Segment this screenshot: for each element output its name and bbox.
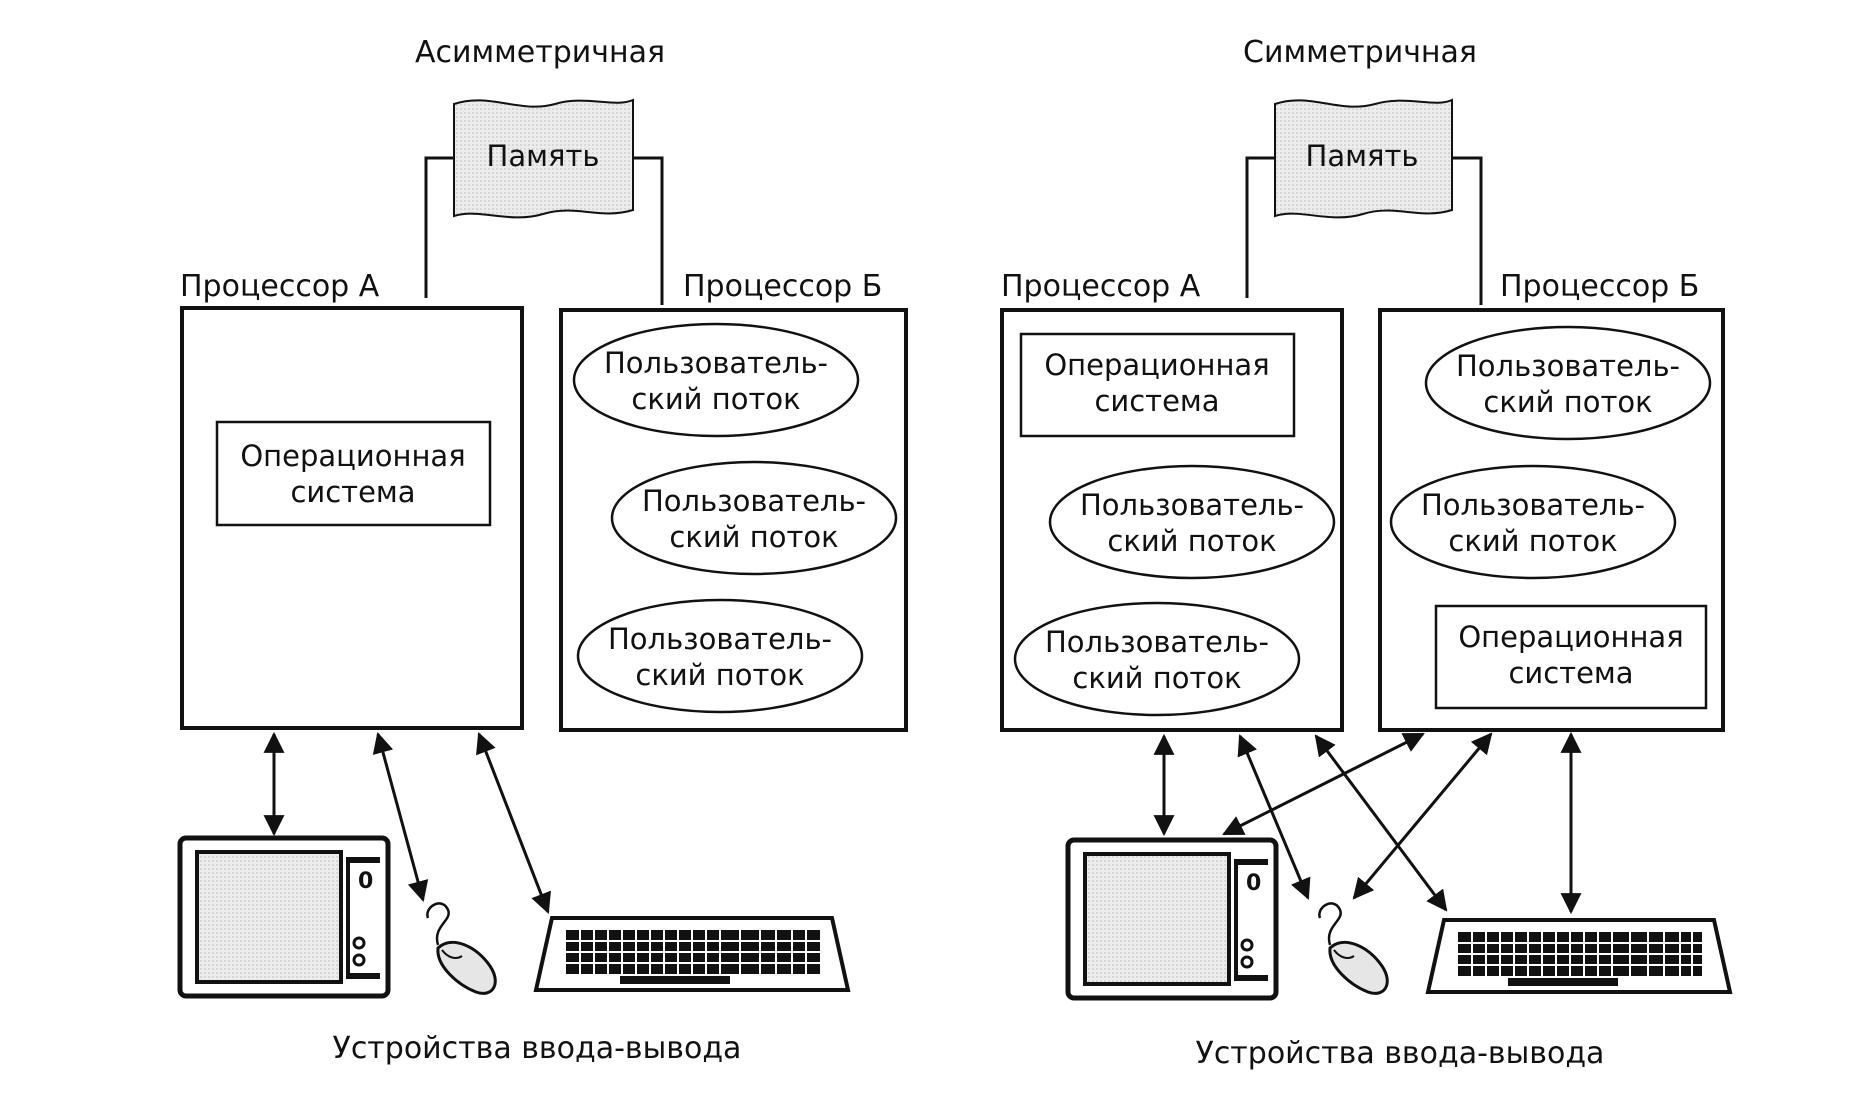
monitor-icon: 0 bbox=[177, 835, 391, 999]
thread-label-line1: Пользователь- bbox=[1080, 488, 1304, 522]
user-thread: Пользователь- ский поток bbox=[1048, 464, 1336, 580]
keyboard-icon bbox=[1425, 918, 1733, 994]
thread-label-line2: ский поток bbox=[635, 658, 804, 692]
memory-link-b bbox=[1452, 156, 1483, 305]
memory-block: Память bbox=[1274, 98, 1453, 219]
thread-label-line1: Пользователь- bbox=[1456, 349, 1680, 383]
memory-link-a bbox=[424, 156, 454, 298]
io-arrow-b-mouse bbox=[1352, 732, 1493, 900]
monitor-digit: 0 bbox=[358, 869, 373, 894]
thread-label-line1: Пользователь- bbox=[1045, 625, 1269, 659]
user-thread: Пользователь- ский поток bbox=[1389, 464, 1677, 580]
io-arrow-b-monitor bbox=[1222, 732, 1425, 836]
user-thread: Пользователь- ский поток bbox=[610, 460, 898, 576]
io-arrow-a-keyboard bbox=[1314, 734, 1448, 912]
memory-label: Память bbox=[487, 139, 600, 173]
asymmetric-panel: Асимметричная Память Процессор А Процесс… bbox=[177, 35, 908, 1066]
user-thread: Пользователь- ский поток bbox=[1013, 601, 1301, 717]
symmetric-title: Симметричная bbox=[1243, 35, 1477, 70]
memory-link-a bbox=[1245, 156, 1275, 298]
symmetric-panel: Симметричная Память Процессор А Процессо… bbox=[1000, 35, 1733, 1071]
thread-label-line1: Пользователь- bbox=[604, 346, 828, 380]
user-thread: Пользователь- ский поток bbox=[1424, 325, 1712, 441]
thread-label-line1: Пользователь- bbox=[1421, 488, 1645, 522]
thread-label-line2: ский поток bbox=[1107, 524, 1276, 558]
os-label-line2: система bbox=[290, 475, 415, 509]
monitor-digit: 0 bbox=[1246, 871, 1261, 896]
io-devices-caption: Устройства ввода-вывода bbox=[333, 1031, 742, 1066]
monitor-icon: 0 bbox=[1065, 837, 1279, 1001]
os-label-line2: система bbox=[1094, 384, 1219, 418]
processor-b-label: Процессор Б bbox=[683, 269, 882, 304]
asymmetric-title: Асимметричная bbox=[415, 35, 665, 70]
memory-label: Память bbox=[1306, 139, 1419, 173]
io-devices-caption: Устройства ввода-вывода bbox=[1196, 1036, 1605, 1071]
keyboard-icon bbox=[533, 916, 851, 992]
os-label-line1: Операционная bbox=[1044, 348, 1269, 382]
thread-label-line2: ский поток bbox=[1072, 661, 1241, 695]
thread-label-line2: ский поток bbox=[631, 382, 800, 416]
io-arrow-mouse bbox=[372, 731, 429, 903]
os-label-line2: система bbox=[1508, 656, 1633, 690]
thread-label-line2: ский поток bbox=[1483, 385, 1652, 419]
mouse-icon bbox=[426, 902, 497, 995]
thread-label-line1: Пользователь- bbox=[642, 484, 866, 518]
thread-label-line1: Пользователь- bbox=[608, 622, 832, 656]
thread-label-line2: ский поток bbox=[1448, 524, 1617, 558]
mouse-icon bbox=[1318, 902, 1389, 995]
user-thread: Пользователь- ский поток bbox=[572, 322, 860, 438]
os-box: Операционная система bbox=[215, 420, 492, 527]
thread-label-line2: ский поток bbox=[669, 520, 838, 554]
processor-b-label: Процессор Б bbox=[1500, 269, 1699, 304]
os-box: Операционная система bbox=[1434, 604, 1708, 710]
processor-a-label: Процессор А bbox=[180, 269, 380, 304]
os-label-line1: Операционная bbox=[240, 439, 465, 473]
io-arrow-keyboard bbox=[476, 732, 551, 914]
memory-link-b bbox=[633, 156, 664, 305]
user-thread: Пользователь- ский поток bbox=[576, 598, 864, 714]
os-label-line1: Операционная bbox=[1458, 620, 1683, 654]
os-box: Операционная система bbox=[1019, 332, 1296, 438]
processor-a-label: Процессор А bbox=[1001, 269, 1201, 304]
memory-block: Память bbox=[453, 98, 634, 219]
